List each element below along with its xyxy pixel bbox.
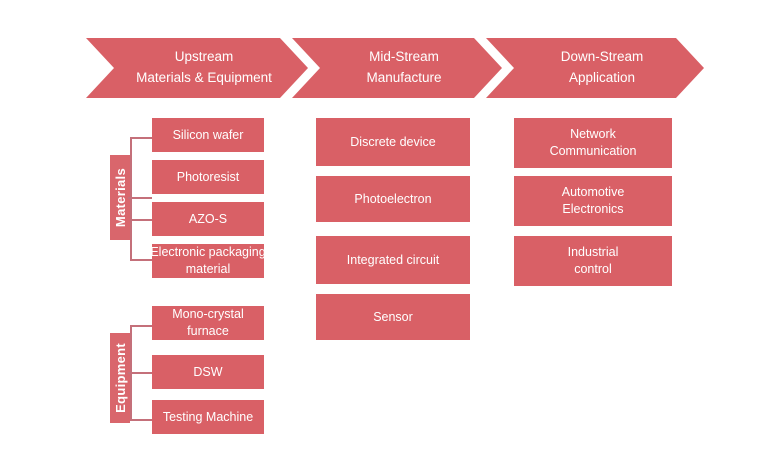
bracket-materials [130,137,148,261]
item-line1: Network [570,127,616,142]
item-line1: Sensor [373,309,413,324]
item-line2: Electronics [562,202,624,216]
upstream-material-item-silicon-wafer[interactable]: Silicon wafer [152,118,264,152]
midstream-item-photoelectron[interactable]: Photoelectron [316,176,470,222]
banner-midstream[interactable]: Mid-Stream Manufacture [292,38,502,98]
downstream-item-network-communication[interactable]: Network Communication [514,118,672,168]
upstream-material-item-photoresist[interactable]: Photoresist [152,160,264,194]
item-line1: Integrated circuit [346,252,440,267]
upstream-material-item-azo-s[interactable]: AZO-S [152,202,264,236]
banner-upstream[interactable]: Upstream Materials & Equipment [86,38,308,98]
item-line1: Testing Machine [162,409,254,424]
banner-downstream-line2: Application [568,70,636,85]
group-label-equipment-text: Equipment [112,343,128,413]
upstream-equipment-item-mono-crystal-furnace[interactable]: Mono-crystal furnace [152,306,264,340]
item-line1: Mono-crystal [172,307,244,322]
midstream-item-sensor[interactable]: Sensor [316,294,470,340]
group-label-equipment: Equipment [110,333,130,423]
banner-downstream[interactable]: Down-Stream Application [486,38,704,98]
item-line2: material [185,262,231,276]
group-label-materials: Materials [110,155,130,240]
item-line1: Photoelectron [354,191,432,206]
banner-midstream-line1: Mid-Stream [369,49,439,65]
item-line1: AZO-S [188,211,228,226]
item-line2: Communication [549,144,637,158]
item-line2: control [574,262,612,276]
item-line1: Silicon wafer [172,127,244,142]
item-line1: DSW [193,364,223,379]
item-line2: furnace [187,324,229,338]
item-line1: Industrial [567,245,619,260]
group-label-materials-text: Materials [112,167,128,228]
item-line1: Electronic packaging [150,245,266,260]
banner-upstream-line2: Materials & Equipment [136,70,272,85]
upstream-equipment-item-dsw[interactable]: DSW [152,355,264,389]
item-line1: Discrete device [350,134,436,149]
downstream-item-industrial-control[interactable]: Industrial control [514,236,672,286]
bracket-materials-tick-2 [130,197,152,199]
banner-midstream-line2: Manufacture [366,70,442,85]
upstream-material-item-electronic-packaging-material[interactable]: Electronic packaging material [150,244,266,278]
midstream-item-integrated-circuit[interactable]: Integrated circuit [316,236,470,284]
midstream-item-discrete-device[interactable]: Discrete device [316,118,470,166]
banner-upstream-line1: Upstream [174,49,234,65]
item-line1: Photoresist [176,169,240,184]
banner-downstream-line1: Down-Stream [560,49,644,65]
item-line1: Automotive [561,185,625,200]
bracket-equipment-tick-2 [130,372,152,374]
downstream-item-automotive-electronics[interactable]: Automotive Electronics [514,176,672,226]
bracket-materials-tick-3 [130,219,152,221]
upstream-equipment-item-testing-machine[interactable]: Testing Machine [152,400,264,434]
